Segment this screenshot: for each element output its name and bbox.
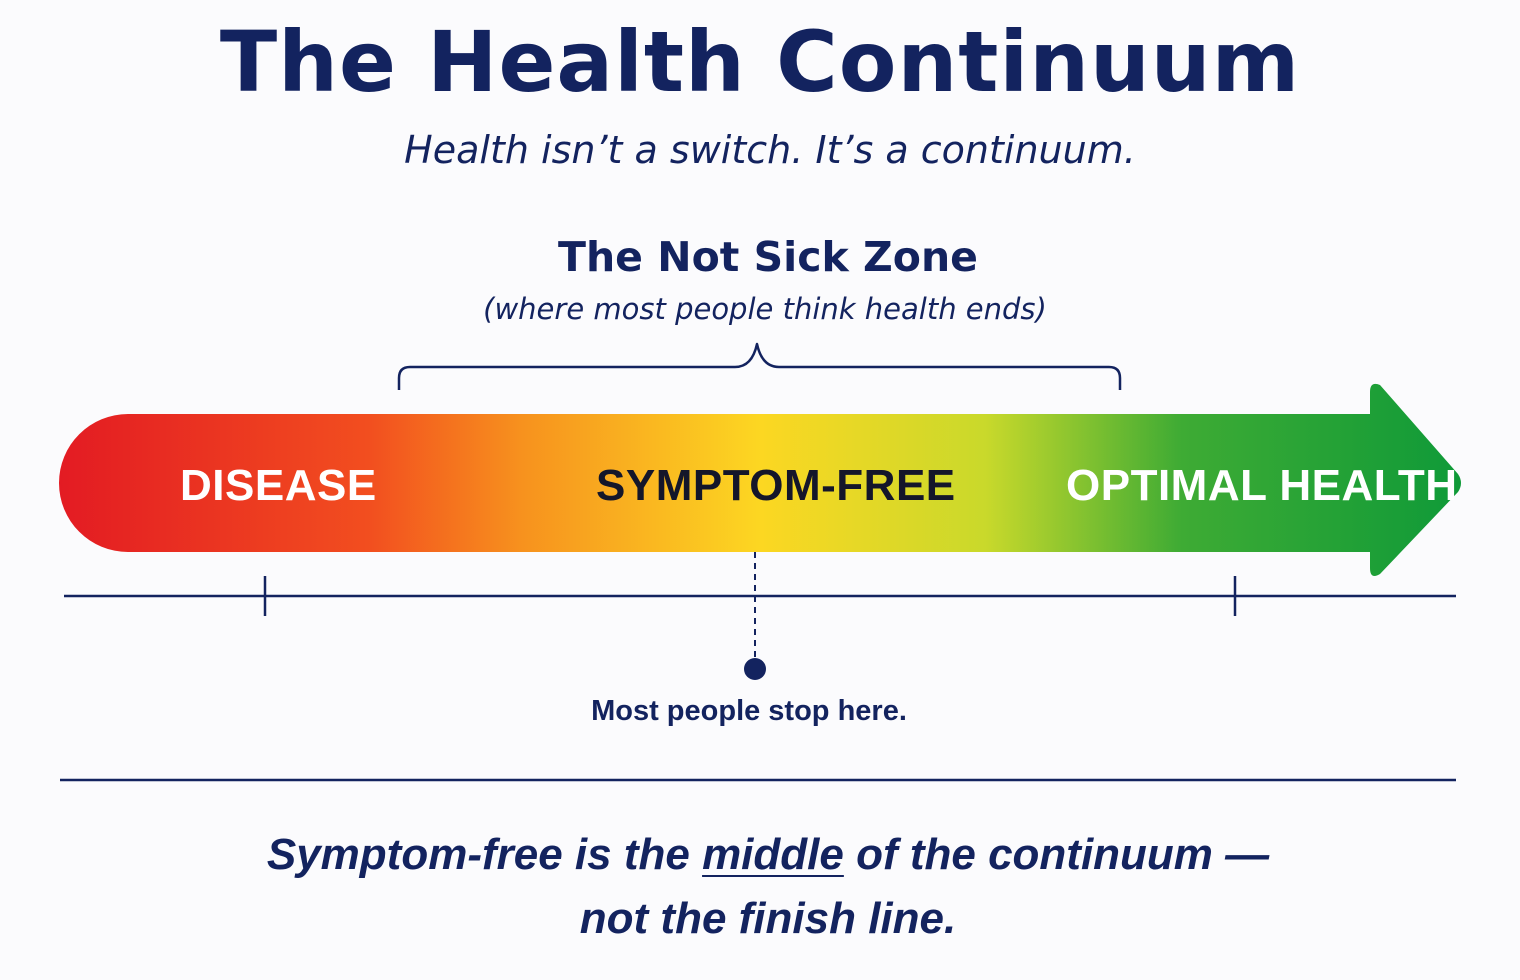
zone-subtitle: (where most people think health ends)	[483, 292, 1047, 326]
marker-dot	[744, 658, 766, 680]
page-subtitle: Health isn’t a switch. It’s a continuum.	[404, 128, 1136, 172]
zone-brace	[397, 342, 1122, 390]
footer-statement: Symptom-free is the middle of the contin…	[0, 823, 1520, 951]
continuum-arrow	[59, 383, 1461, 576]
footer-part-1: Symptom-free is the	[266, 830, 703, 879]
footer-line-1: Symptom-free is the middle of the contin…	[0, 823, 1520, 887]
footer-emphasis: middle	[702, 830, 844, 879]
footer-part-2: of the continuum —	[843, 830, 1270, 879]
zone-title: The Not Sick Zone	[558, 233, 978, 281]
page-title: The Health Continuum	[219, 13, 1301, 111]
marker-note: Most people stop here.	[591, 695, 907, 727]
label-optimal-health: OPTIMAL HEALTH	[1066, 461, 1458, 510]
footer-line-2: not the finish line.	[579, 894, 957, 943]
label-disease: DISEASE	[180, 461, 377, 510]
label-symptom-free: SYMPTOM-FREE	[596, 461, 956, 510]
